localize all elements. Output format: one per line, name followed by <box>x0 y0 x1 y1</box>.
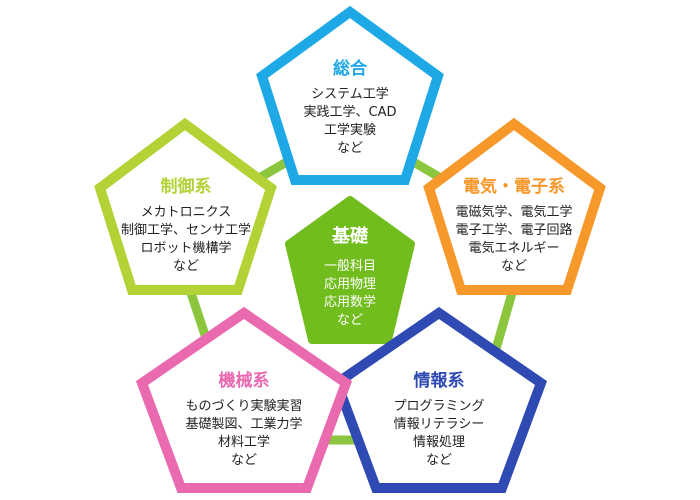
node-joho-line: プログラミング <box>393 399 485 414</box>
pentagon-sogo <box>256 5 444 185</box>
node-kikai-line: ものづくり実験実習 <box>185 399 303 414</box>
node-center-line: 一般科目 <box>323 259 377 274</box>
node-sogo-line: システム工学 <box>311 87 389 102</box>
node-seigyo: 制御系 メカトロニクス 制御工学、センサ工学 ロボット機構学 など <box>121 176 251 276</box>
node-kikai-line: 材料工学 <box>217 435 271 450</box>
node-seigyo-line: ロボット機構学 <box>140 241 232 256</box>
node-sogo-line: 実践工学、CAD <box>303 105 397 120</box>
center-pentagon <box>285 196 415 344</box>
node-kikai-line: 基礎製図、工業力学 <box>185 417 303 432</box>
pentagon-kikai <box>135 306 353 493</box>
node-kikai-title: 機械系 <box>218 371 270 391</box>
node-joho: 情報系 プログラミング 情報リテラシー 情報処理 など <box>393 370 484 470</box>
node-seigyo-title: 制御系 <box>160 177 212 197</box>
node-joho-title: 情報系 <box>413 371 465 391</box>
pentagon-joho <box>330 306 548 493</box>
node-sogo-title: 総合 <box>332 59 367 79</box>
node-center-line: 応用物理 <box>323 277 377 292</box>
node-center: 基礎 一般科目 応用物理 応用数学 など <box>324 226 376 330</box>
node-center-line: 応用数学 <box>323 295 377 310</box>
node-center-line: など <box>336 313 364 328</box>
node-seigyo-line: など <box>172 259 200 274</box>
node-center-title: 基礎 <box>331 226 368 247</box>
node-denki-line: など <box>500 259 528 274</box>
node-sogo-line: など <box>336 141 364 156</box>
node-joho-line: 情報リテラシー <box>393 417 485 432</box>
node-joho-line: など <box>425 453 453 468</box>
node-seigyo-line: 制御工学、センサ工学 <box>120 223 252 238</box>
node-sogo-line: 工学実験 <box>323 123 377 138</box>
node-joho-line: 情報処理 <box>412 435 466 450</box>
node-denki-line: 電気エネルギー <box>468 241 560 256</box>
node-seigyo-line: メカトロニクス <box>140 205 232 220</box>
node-denki: 電気・電子系 電磁気学、電気工学 電子工学、電子回路 電気エネルギー など <box>455 176 572 276</box>
node-denki-line: 電子工学、電子回路 <box>455 223 573 238</box>
pentagon-denki <box>423 117 606 295</box>
node-denki-line: 電磁気学、電気工学 <box>455 205 573 220</box>
node-kikai-line: など <box>230 453 258 468</box>
node-sogo: 総合 システム工学 実践工学、CAD 工学実験 など <box>304 58 397 158</box>
node-kikai: 機械系 ものづくり実験実習 基礎製図、工業力学 材料工学 など <box>185 370 302 470</box>
node-denki-title: 電気・電子系 <box>462 177 565 197</box>
pentagon-seigyo <box>94 117 277 295</box>
